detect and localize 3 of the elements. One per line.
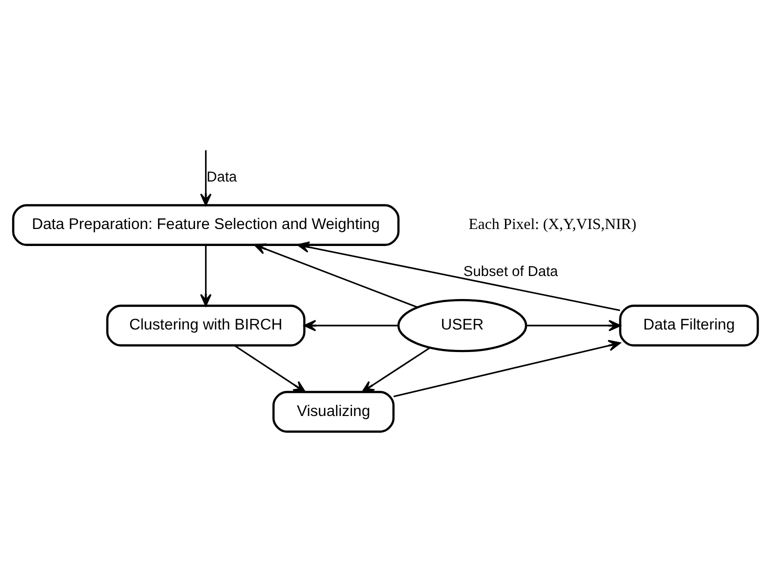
edge-label: Data [206,168,237,185]
edge-label: Subset of Data [463,264,558,280]
label: Each Pixel: (X,Y,VIS,NIR) [468,216,636,233]
